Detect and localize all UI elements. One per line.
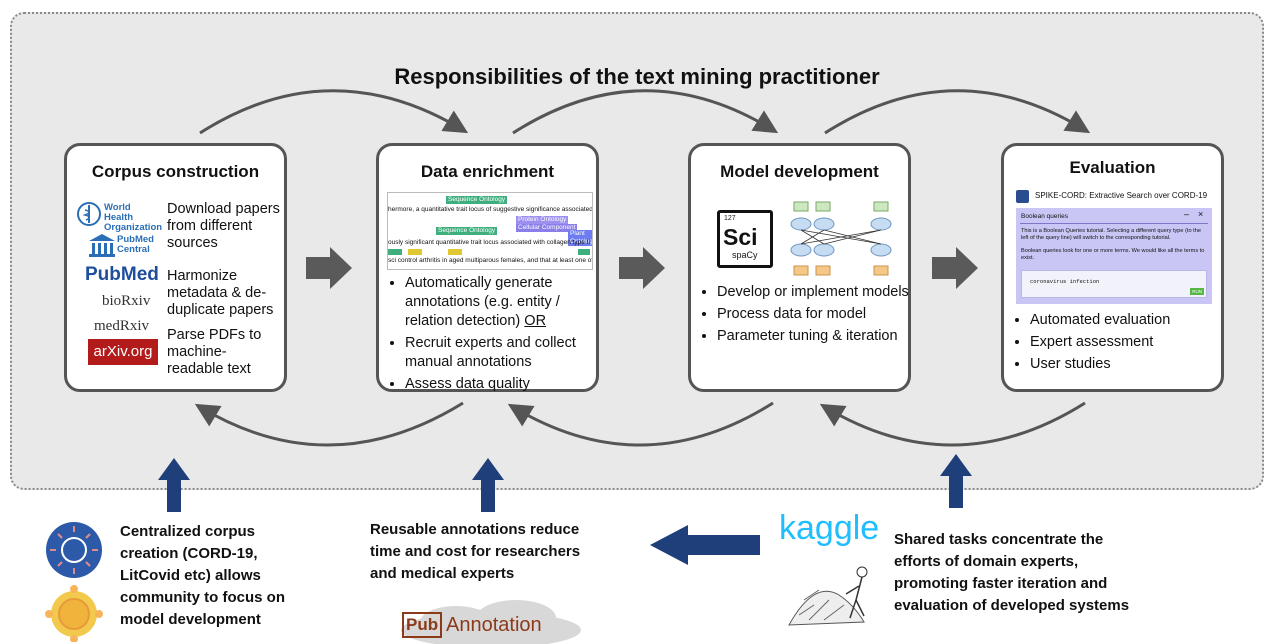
- step-download: Download papers from different sources: [167, 201, 280, 251]
- pmc-building-icon: [89, 234, 115, 257]
- stage-title: Model development: [720, 162, 879, 181]
- tag-chip: [388, 249, 402, 255]
- bullet-item: Process data for model: [717, 305, 917, 324]
- run-button[interactable]: RUN: [1190, 288, 1204, 295]
- left-arrow: [650, 525, 760, 565]
- bullet-item: Develop or implement models: [717, 283, 917, 302]
- up-arrow-right: [940, 454, 972, 508]
- snippet-line: ously significant quantitative trait loc…: [388, 239, 592, 246]
- bullet-item: Automatically generate annotations (e.g.…: [405, 274, 605, 331]
- kaggle-logo: kaggle: [779, 509, 880, 547]
- arxiv-logo: arXiv.org: [88, 339, 158, 365]
- tag-protein-ontology: Protein Ontology: [516, 216, 569, 224]
- panel-divider: [1020, 223, 1208, 224]
- up-arrow-left: [158, 458, 190, 512]
- arc-forward-2: [512, 89, 779, 135]
- stage-model-development: Model development 127 Sci spaCy Develop …: [688, 143, 911, 392]
- up-arrow-middle: [472, 458, 504, 512]
- spike-logo-icon: [1016, 190, 1029, 203]
- pubannotation-logo: Pub Annotation: [396, 598, 582, 644]
- bullet-item: User studies: [1030, 355, 1230, 374]
- neural-network-diagram: [790, 201, 892, 276]
- stage-title: Data enrichment: [420, 162, 555, 181]
- block-arrow-2: [619, 247, 665, 289]
- tag-cellular-component: Cellular Component: [516, 224, 578, 232]
- arc-forward-3: [824, 89, 1091, 135]
- query-input[interactable]: coronavirus infection RUN: [1021, 270, 1207, 298]
- panel-collapse-button[interactable]: –: [1184, 209, 1190, 219]
- arc-back-1: [194, 401, 464, 447]
- bullet-item: Automated evaluation: [1030, 311, 1230, 330]
- tag-sequence-ontology: Sequence Ontology: [446, 196, 508, 204]
- biorxiv-logo: bioRxiv: [102, 293, 151, 309]
- bullet-item: Assess data quality: [405, 375, 605, 394]
- snippet-line: sci control arthritis in aged multiparou…: [388, 257, 593, 264]
- annotation-snippet: Sequence Ontology hermore, a quantitativ…: [387, 192, 593, 270]
- stage-title: Evaluation: [1069, 158, 1156, 177]
- block-arrow-3: [932, 247, 978, 289]
- snippet-line: hermore, a quantitative trait locus of s…: [388, 206, 593, 213]
- tag-chip: [408, 249, 422, 255]
- arc-forward-1: [199, 89, 469, 135]
- spike-tutorial-panel: Boolean queries – × This is a Boolean Qu…: [1016, 208, 1212, 304]
- block-arrow-1: [306, 247, 352, 289]
- stage-evaluation: Evaluation SPIKE-CORD: Extractive Search…: [1001, 143, 1224, 392]
- diagram-title: Responsibilities of the text mining prac…: [394, 64, 880, 89]
- medrxiv-logo: medRxiv: [94, 318, 149, 334]
- pubmed-logo: PubMed: [85, 264, 159, 285]
- bullet-item: Recruit experts and collect manual annot…: [405, 334, 605, 372]
- bullet-item: Expert assessment: [1030, 333, 1230, 352]
- model-bullets: Develop or implement models Process data…: [699, 283, 917, 349]
- stage-data-enrichment: Data enrichment Sequence Ontology hermor…: [376, 143, 599, 392]
- stage-title: Corpus construction: [91, 162, 260, 181]
- tag-chip: [448, 249, 462, 255]
- stage-corpus-construction: Corpus construction World Health Organiz…: [64, 143, 287, 392]
- tag-chip: [578, 249, 590, 255]
- who-emblem-icon: [77, 202, 101, 226]
- evaluation-bullets: Automated evaluation Expert assessment U…: [1012, 311, 1230, 377]
- tag-plant-ontology: Plant Ontology: [568, 230, 592, 246]
- close-icon[interactable]: ×: [1198, 209, 1204, 219]
- spike-header: SPIKE-CORD: Extractive Search over CORD-…: [1016, 190, 1216, 204]
- pmc-logo: PubMed Central: [87, 232, 161, 260]
- tag-sequence-ontology-2: Sequence Ontology: [436, 227, 498, 235]
- enrichment-bullets: Automatically generate annotations (e.g.…: [387, 274, 605, 397]
- step-parse: Parse PDFs to machine-readable text: [167, 327, 262, 377]
- arc-back-3: [819, 401, 1086, 447]
- scispacy-logo: 127 Sci spaCy: [717, 210, 773, 268]
- paper-pile-icon: [788, 566, 868, 626]
- step-harmonize: Harmonize metadata & de-duplicate papers: [167, 268, 274, 318]
- cloud-shape: [401, 600, 581, 644]
- bullet-item: Parameter tuning & iteration: [717, 327, 917, 346]
- arc-back-2: [507, 401, 774, 447]
- litcovid-icon: [45, 585, 103, 642]
- virus-icon: [46, 522, 102, 578]
- who-logo: World Health Organization: [77, 202, 162, 233]
